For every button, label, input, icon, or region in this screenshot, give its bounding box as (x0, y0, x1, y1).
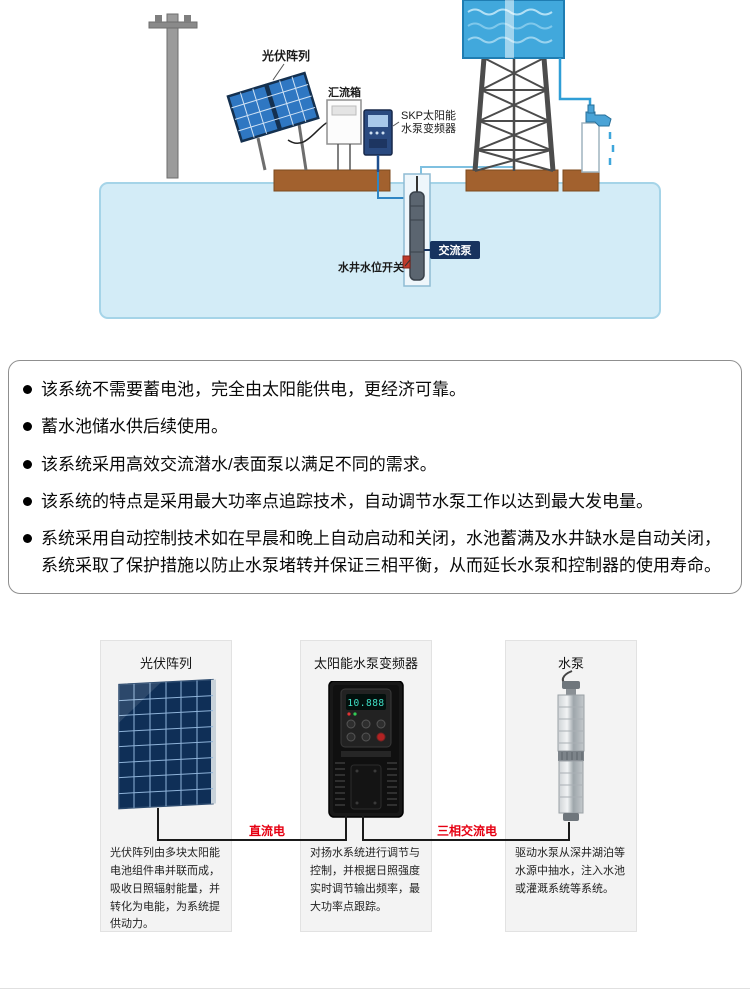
combiner-box (326, 99, 362, 170)
feature-text: 蓄水池储水供后续使用。 (41, 417, 228, 437)
feature-text: 系统采用自动控制技术如在早晨和晚上自动启动和关闭，水池蓄满及水井缺水是自动关闭，… (41, 529, 721, 575)
bullet-icon (23, 497, 32, 507)
ac-line-segment (568, 822, 570, 842)
feature-item: 蓄水池储水供后续使用。 (23, 414, 723, 440)
inverter-device (363, 109, 393, 156)
schematic-labels: 光伏阵列 汇流箱 SKP太阳能 水泵变频器 交流泵 水井水位开关 (261, 48, 480, 274)
inverter-display: 10.888 (347, 698, 384, 709)
card-description: 光伏阵列由多块太阳能电池组件串并联而成，吸收日照辐射能量，并转化为电能，为系统提… (110, 847, 220, 931)
card-title: 光伏阵列 (139, 656, 192, 672)
bullet-icon (23, 534, 32, 544)
feature-item: 系统采用自动控制技术如在早晨和晚上自动启动和关闭，水池蓄满及水井缺水是自动关闭，… (23, 526, 723, 579)
feature-text: 该系统不需要蓄电池，完全由太阳能供电，更经济可靠。 (41, 380, 466, 399)
pv-panel-image (111, 671, 221, 826)
card-description: 驱动水泵从深井湖泊等水源中抽水，注入水池或灌溉系统等系统。 (515, 847, 625, 895)
tank-tower (472, 57, 556, 172)
dc-line-segment (157, 808, 159, 842)
feature-text: 该系统采用高效交流潜水/表面泵以满足不同的需求。 (41, 454, 437, 474)
inverter-image: 10.888 (321, 680, 411, 826)
pv-wire (287, 121, 329, 144)
dc-line-segment (157, 839, 347, 842)
inverter-label-line2: 水泵变频器 (401, 121, 456, 135)
component-card-pump: 水泵 (505, 640, 637, 933)
pv-panels (226, 71, 320, 171)
bottom-divider (0, 988, 750, 989)
components-section: 光伏阵列 (0, 622, 750, 952)
feature-item: 该系统不需要蓄电池，完全由太阳能供电，更经济可靠。 (23, 377, 723, 403)
component-card-pv-array: 光伏阵列 (100, 640, 232, 933)
card-title: 水泵 (557, 656, 584, 672)
bullet-icon (23, 385, 32, 394)
bullet-icon (23, 422, 32, 432)
component-card-inverter: 太阳能水泵变频器 10.888 (300, 640, 432, 933)
ac-line-segment (362, 839, 570, 842)
underground-water-region (99, 182, 661, 319)
three-phase-ac-label: 三相交流电 (437, 824, 498, 839)
pump-image (536, 669, 606, 834)
card-description: 对扬水系统进行调节与控制，并根据日照强度实时调节输出频率，最大功率点跟踪。 (310, 847, 420, 913)
water-level-switch-label: 水井水位开关 (338, 260, 404, 274)
faucet-assembly (558, 58, 615, 173)
bullet-icon (23, 459, 32, 469)
features-panel: 该系统不需要蓄电池，完全由太阳能供电，更经济可靠。 蓄水池储水供后续使用。 该系… (8, 360, 742, 595)
pv-array-label: 光伏阵列 (261, 48, 310, 63)
feature-item: 该系统采用高效交流潜水/表面泵以满足不同的需求。 (23, 452, 723, 478)
utility-pole (148, 13, 198, 179)
card-title: 太阳能水泵变频器 (313, 656, 418, 672)
feature-list: 该系统不需要蓄电池，完全由太阳能供电，更经济可靠。 蓄水池储水供后续使用。 该系… (23, 377, 723, 579)
submersible-pump (402, 176, 425, 281)
ac-line-segment (362, 816, 364, 842)
water-tank (462, 0, 565, 59)
feature-item: 该系统的特点是采用最大功率点追踪技术，自动调节水泵工作以达到最大发电量。 (23, 489, 723, 515)
schematic-illustration: 光伏阵列 汇流箱 SKP太阳能 水泵变频器 交流泵 水井水位开关 (99, 0, 661, 319)
system-schematic: 光伏阵列 汇流箱 SKP太阳能 水泵变频器 交流泵 水井水位开关 (0, 0, 750, 352)
dc-line-segment (345, 816, 347, 842)
combiner-box-label: 汇流箱 (328, 85, 361, 99)
inverter-label-line1: SKP太阳能 (401, 108, 456, 122)
feature-text: 该系统的特点是采用最大功率点追踪技术，自动调节水泵工作以达到最大发电量。 (41, 492, 653, 512)
dc-power-label: 直流电 (249, 824, 286, 839)
pump-cable-underground (377, 172, 408, 199)
ac-pump-label: 交流泵 (439, 243, 472, 257)
water-level-switch (402, 255, 411, 269)
soil-strips (273, 169, 600, 192)
